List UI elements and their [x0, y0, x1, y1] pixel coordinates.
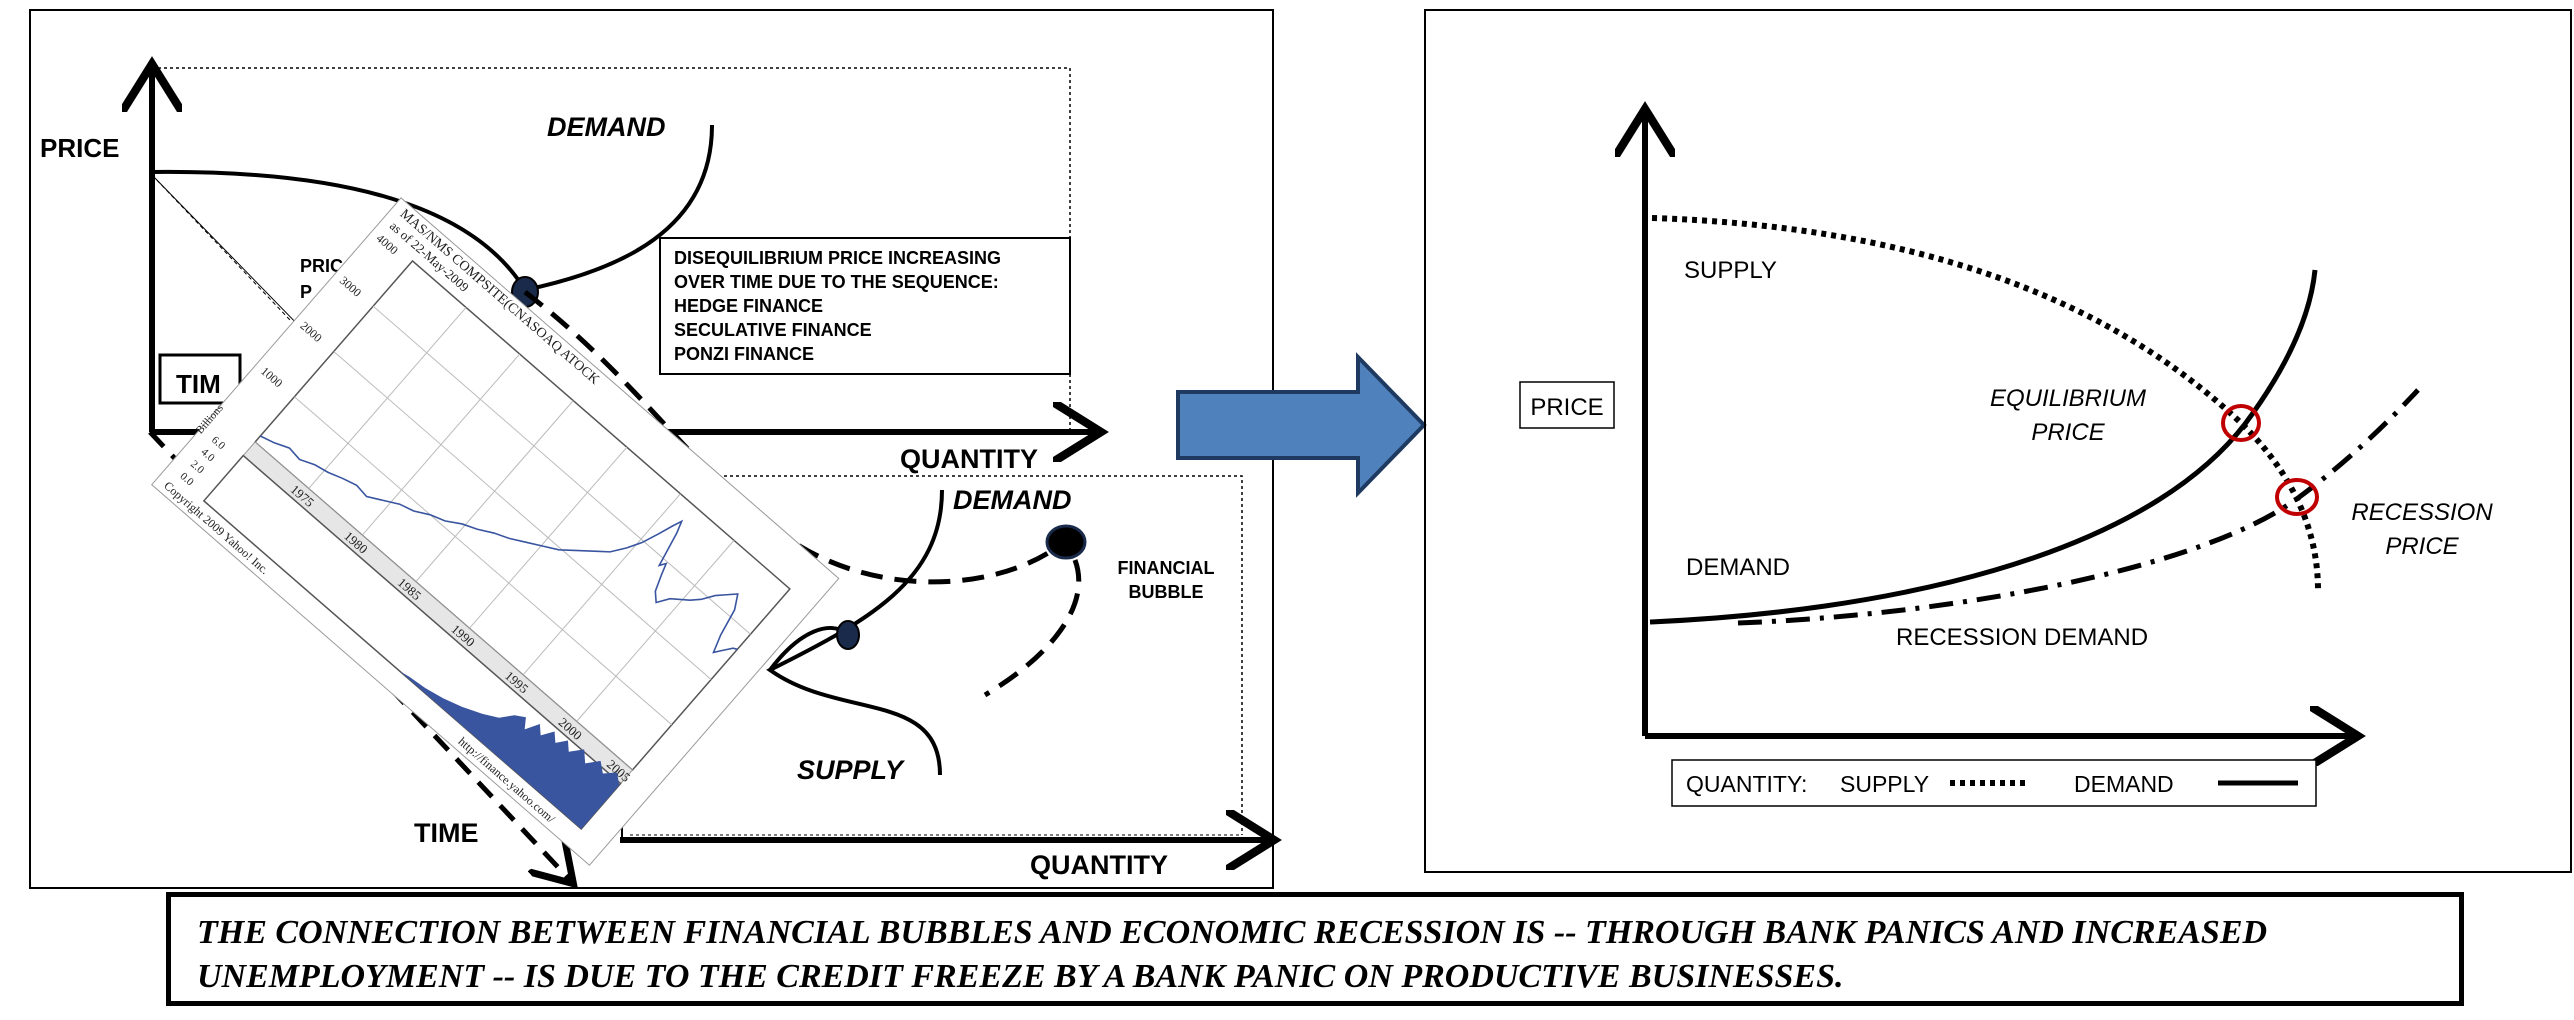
equilibrium-circle [2221, 404, 2261, 442]
recession-circle [2275, 478, 2319, 516]
bubble-label-2: BUBBLE [1129, 582, 1204, 602]
recession-price-label-1: RECESSION [2351, 499, 2493, 526]
top-demand-label: DEMAND [547, 112, 666, 142]
equilibrium-label-2: PRICE [2031, 419, 2105, 446]
top-quantity-label: QUANTITY [900, 444, 1038, 474]
diseq-line-1: DISEQUILIBRIUM PRICE INCREASING [674, 248, 1001, 268]
price-fragment-2: P [300, 282, 312, 302]
right-price-label: PRICE [1530, 394, 1603, 421]
caption-line-1: THE CONNECTION BETWEEN FINANCIAL BUBBLES… [197, 914, 2268, 951]
disequilibrium-box [659, 237, 1071, 375]
inset-stock-chart: MAS/NMS COMPSITE(CNASOAQ ATOCK as of 22-… [151, 197, 840, 866]
bubble-peak-point [1045, 524, 1087, 560]
diseq-line-4: SECULATIVE FINANCE [674, 320, 872, 340]
bottom-equilibrium-point [836, 620, 860, 650]
equilibrium-label-1: EQUILIBRIUM [1990, 385, 2146, 412]
diseq-line-2: OVER TIME DUE TO THE SEQUENCE: [674, 272, 999, 292]
bottom-quantity-label: QUANTITY [1030, 850, 1168, 880]
right-panel: PRICE SUPPLY EQUILIBRIUM PRICE RECESSION… [1424, 9, 2572, 873]
bottom-demand-label: DEMAND [953, 485, 1072, 515]
recession-price-label-2: PRICE [2385, 533, 2459, 560]
left-panel: TIM PRIC P DISEQUILIBRIUM PRICE INCREASI… [29, 9, 1273, 889]
supply-label: SUPPLY [1684, 257, 1777, 284]
time-label: TIME [414, 818, 479, 848]
bottom-supply-label: SUPPLY [797, 755, 906, 785]
caption-line-2: UNEMPLOYMENT -- IS DUE TO THE CREDIT FRE… [197, 958, 1844, 995]
legend-demand: DEMAND [2074, 771, 2174, 797]
legend-supply: SUPPLY [1840, 771, 1929, 797]
diseq-line-3: HEDGE FINANCE [674, 296, 823, 316]
demand-curve [1649, 269, 2318, 625]
bubble-label-1: FINANCIAL [1118, 558, 1215, 578]
price-fragment: PRIC [300, 256, 343, 276]
time-fragment: TIM [176, 369, 221, 399]
inset-volume-area [203, 500, 620, 829]
recession-demand-label: RECESSION DEMAND [1896, 624, 2148, 651]
diseq-line-5: PONZI FINANCE [674, 344, 814, 364]
caption-box: THE CONNECTION BETWEEN FINANCIAL BUBBLES… [166, 892, 2464, 1006]
left-price-label: PRICE [40, 133, 119, 163]
recession-demand-curve [1737, 388, 2420, 626]
legend-quantity: QUANTITY: [1686, 771, 1807, 797]
right-price-box [1519, 381, 1615, 429]
transition-arrow [1176, 352, 1427, 498]
demand-label: DEMAND [1686, 554, 1790, 581]
inset-price-line [259, 435, 739, 654]
